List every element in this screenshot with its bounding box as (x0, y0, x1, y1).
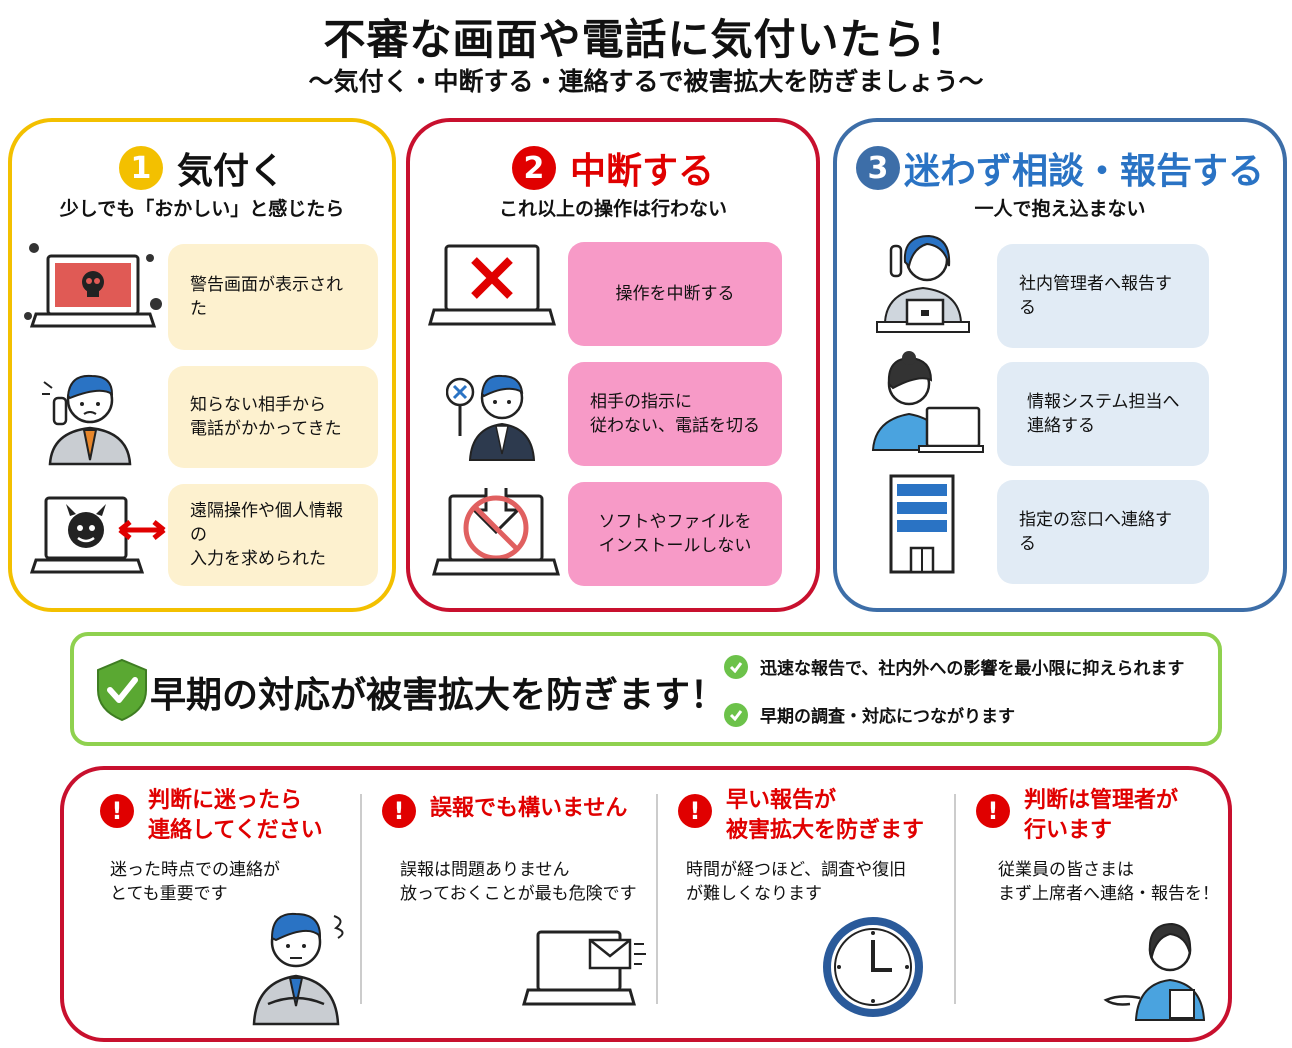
tip-heading-text: 判断は管理者が (1024, 788, 1179, 813)
page-subtitle: ～気付く・中断する・連絡するで被害拡大を防ぎましょう～ (308, 67, 984, 96)
item-text: 操作を中断する (615, 284, 735, 304)
item-text: 社内管理者へ報告する (1019, 274, 1172, 318)
step-number-badge: 2 (511, 146, 556, 190)
column-divider (360, 794, 362, 1004)
item-text: 情報システム担当へ (1027, 392, 1180, 412)
tip-column: ! 判断に迷ったら連絡してください 迷った時点での連絡がとても重要です (64, 770, 360, 1038)
tip-body: 迷った時点での連絡がとても重要です (110, 860, 280, 904)
tip-heading: ! 判断に迷ったら連絡してください (100, 786, 323, 846)
item-text: 連絡する (1027, 416, 1095, 436)
tip-heading-text: 被害拡大を防ぎます (726, 818, 925, 843)
step-subtitle: 一人で抱え込まない (974, 198, 1146, 220)
notice-item-box: 遠隔操作や個人情報の入力を求められた (168, 484, 378, 586)
step-panel-stop: 2 中断する これ以上の操作は行わない 操作を中断する 相手の指示に従わない、電… (406, 118, 820, 612)
benefit-text: 迅速な報告で、社内外への影響を最小限に抑えられます (760, 659, 1185, 679)
tip-heading-text: 早い報告が (726, 788, 837, 813)
page-title: 不審な画面や電話に気付いたら！ (323, 15, 969, 64)
exclamation-icon: ! (678, 794, 712, 828)
stop-item-box: 操作を中断する (568, 242, 782, 346)
step-subtitle: これ以上の操作は行わない (498, 198, 727, 220)
step-title: 迷わず相談・報告する (903, 151, 1264, 192)
tip-heading: ! 判断は管理者が行います (976, 786, 1178, 846)
report-item-box: 指定の窓口へ連絡する (997, 480, 1209, 584)
item-text: 電話がかかってきた (190, 419, 342, 439)
laptop-devil-icon (30, 496, 166, 574)
item-text: 知らない相手から (190, 395, 326, 415)
guide-woman-icon (1103, 922, 1206, 1021)
exclamation-icon: ! (100, 794, 134, 828)
notice-item-box: 警告画面が表示された (168, 244, 378, 350)
item-text: 相手の指示に (590, 392, 692, 412)
check-icon (724, 702, 748, 727)
step-header: 2 中断する (410, 142, 816, 194)
step-header: 3 迷わず相談・報告する (837, 142, 1283, 194)
step-panel-notice: 1 気付く 少しでも「おかしい」と感じたら 警告画面が表示された 知らない相手か… (8, 118, 396, 612)
tip-body: 従業員の皆さまはまず上席者へ連絡・報告を！ (998, 860, 1219, 904)
laptop-skull-icon (24, 243, 162, 328)
early-response-title: 早期の対応が被害拡大を防ぎます！ (150, 675, 727, 716)
step-subtitle: 少しでも「おかしい」と感じたら (59, 198, 345, 220)
item-text: ソフトやファイルを (598, 512, 752, 532)
item-text: インストールしない (598, 536, 752, 556)
tip-heading-text: 誤報でも構いません (430, 796, 628, 821)
item-text: 入力を求められた (190, 549, 326, 569)
notice-item-box: 知らない相手から電話がかかってきた (168, 366, 378, 468)
clock-icon (823, 917, 923, 1017)
benefit-text: 早期の調査・対応につながります (760, 707, 1015, 727)
laptop-mail-icon (522, 930, 646, 1006)
item-text: 遠隔操作や個人情報の (190, 501, 343, 545)
worried-man-phone-icon (42, 374, 132, 466)
item-text: 指定の窓口へ連絡する (1019, 510, 1172, 554)
report-item-box: 社内管理者へ報告する (997, 244, 1209, 348)
woman-phone-icon (876, 234, 970, 333)
step-title: 気付く (176, 151, 285, 192)
tip-heading-text: 連絡してください (148, 818, 323, 843)
early-response-box: 早期の対応が被害拡大を防ぎます！ 迅速な報告で、社内外への影響を最小限に抑えられ… (70, 632, 1222, 746)
tip-heading-text: 行います (1024, 818, 1113, 843)
tip-heading: ! 早い報告が被害拡大を防ぎます (678, 786, 924, 846)
tips-box: ! 判断に迷ったら連絡してください 迷った時点での連絡がとても重要です ! 誤報… (60, 766, 1232, 1042)
step-number-badge: 1 (118, 146, 163, 190)
tip-heading-text: 判断に迷ったら (148, 788, 303, 813)
tip-body: 誤報は問題ありません放っておくことが最も危険です (400, 860, 637, 904)
building-icon (889, 474, 955, 574)
step-header: 1 気付く (12, 142, 392, 194)
laptop-x-icon (428, 244, 556, 326)
step-title: 中断する (569, 151, 714, 192)
man-x-sign-icon (446, 374, 536, 461)
tip-heading: ! 誤報でも構いません (382, 786, 627, 828)
benefit-item: 迅速な報告で、社内外への影響を最小限に抑えられます (724, 654, 1184, 679)
tip-column: ! 誤報でも構いません 誤報は問題ありません放っておくことが最も危険です (360, 770, 656, 1038)
item-text: 警告画面が表示された (190, 275, 343, 319)
step-panel-report: 3 迷わず相談・報告する 一人で抱え込まない 社内管理者へ報告する 情報システム… (833, 118, 1287, 612)
tip-column: ! 早い報告が被害拡大を防ぎます 時間が経つほど、調査や復旧が難しくなります (656, 770, 954, 1038)
column-divider (656, 794, 658, 1004)
stop-item-box: 相手の指示に従わない、電話を切る (568, 362, 782, 466)
check-icon (724, 654, 748, 679)
column-divider (954, 794, 956, 1004)
exclamation-icon: ! (382, 794, 416, 828)
woman-laptop-icon (871, 351, 984, 453)
confused-man-icon (252, 912, 344, 1026)
step-number-badge: 3 (855, 146, 900, 190)
item-text: 従わない、電話を切る (590, 416, 760, 436)
report-item-box: 情報システム担当へ連絡する (997, 362, 1209, 466)
shield-check-icon (97, 658, 147, 722)
stop-item-box: ソフトやファイルをインストールしない (568, 482, 782, 586)
tip-body: 時間が経つほど、調査や復旧が難しくなります (686, 860, 907, 904)
exclamation-icon: ! (976, 794, 1010, 828)
benefit-item: 早期の調査・対応につながります (724, 702, 1015, 727)
laptop-no-download-icon (432, 488, 560, 576)
tip-column: ! 判断は管理者が行います 従業員の皆さまはまず上席者へ連絡・報告を！ (954, 770, 1232, 1038)
